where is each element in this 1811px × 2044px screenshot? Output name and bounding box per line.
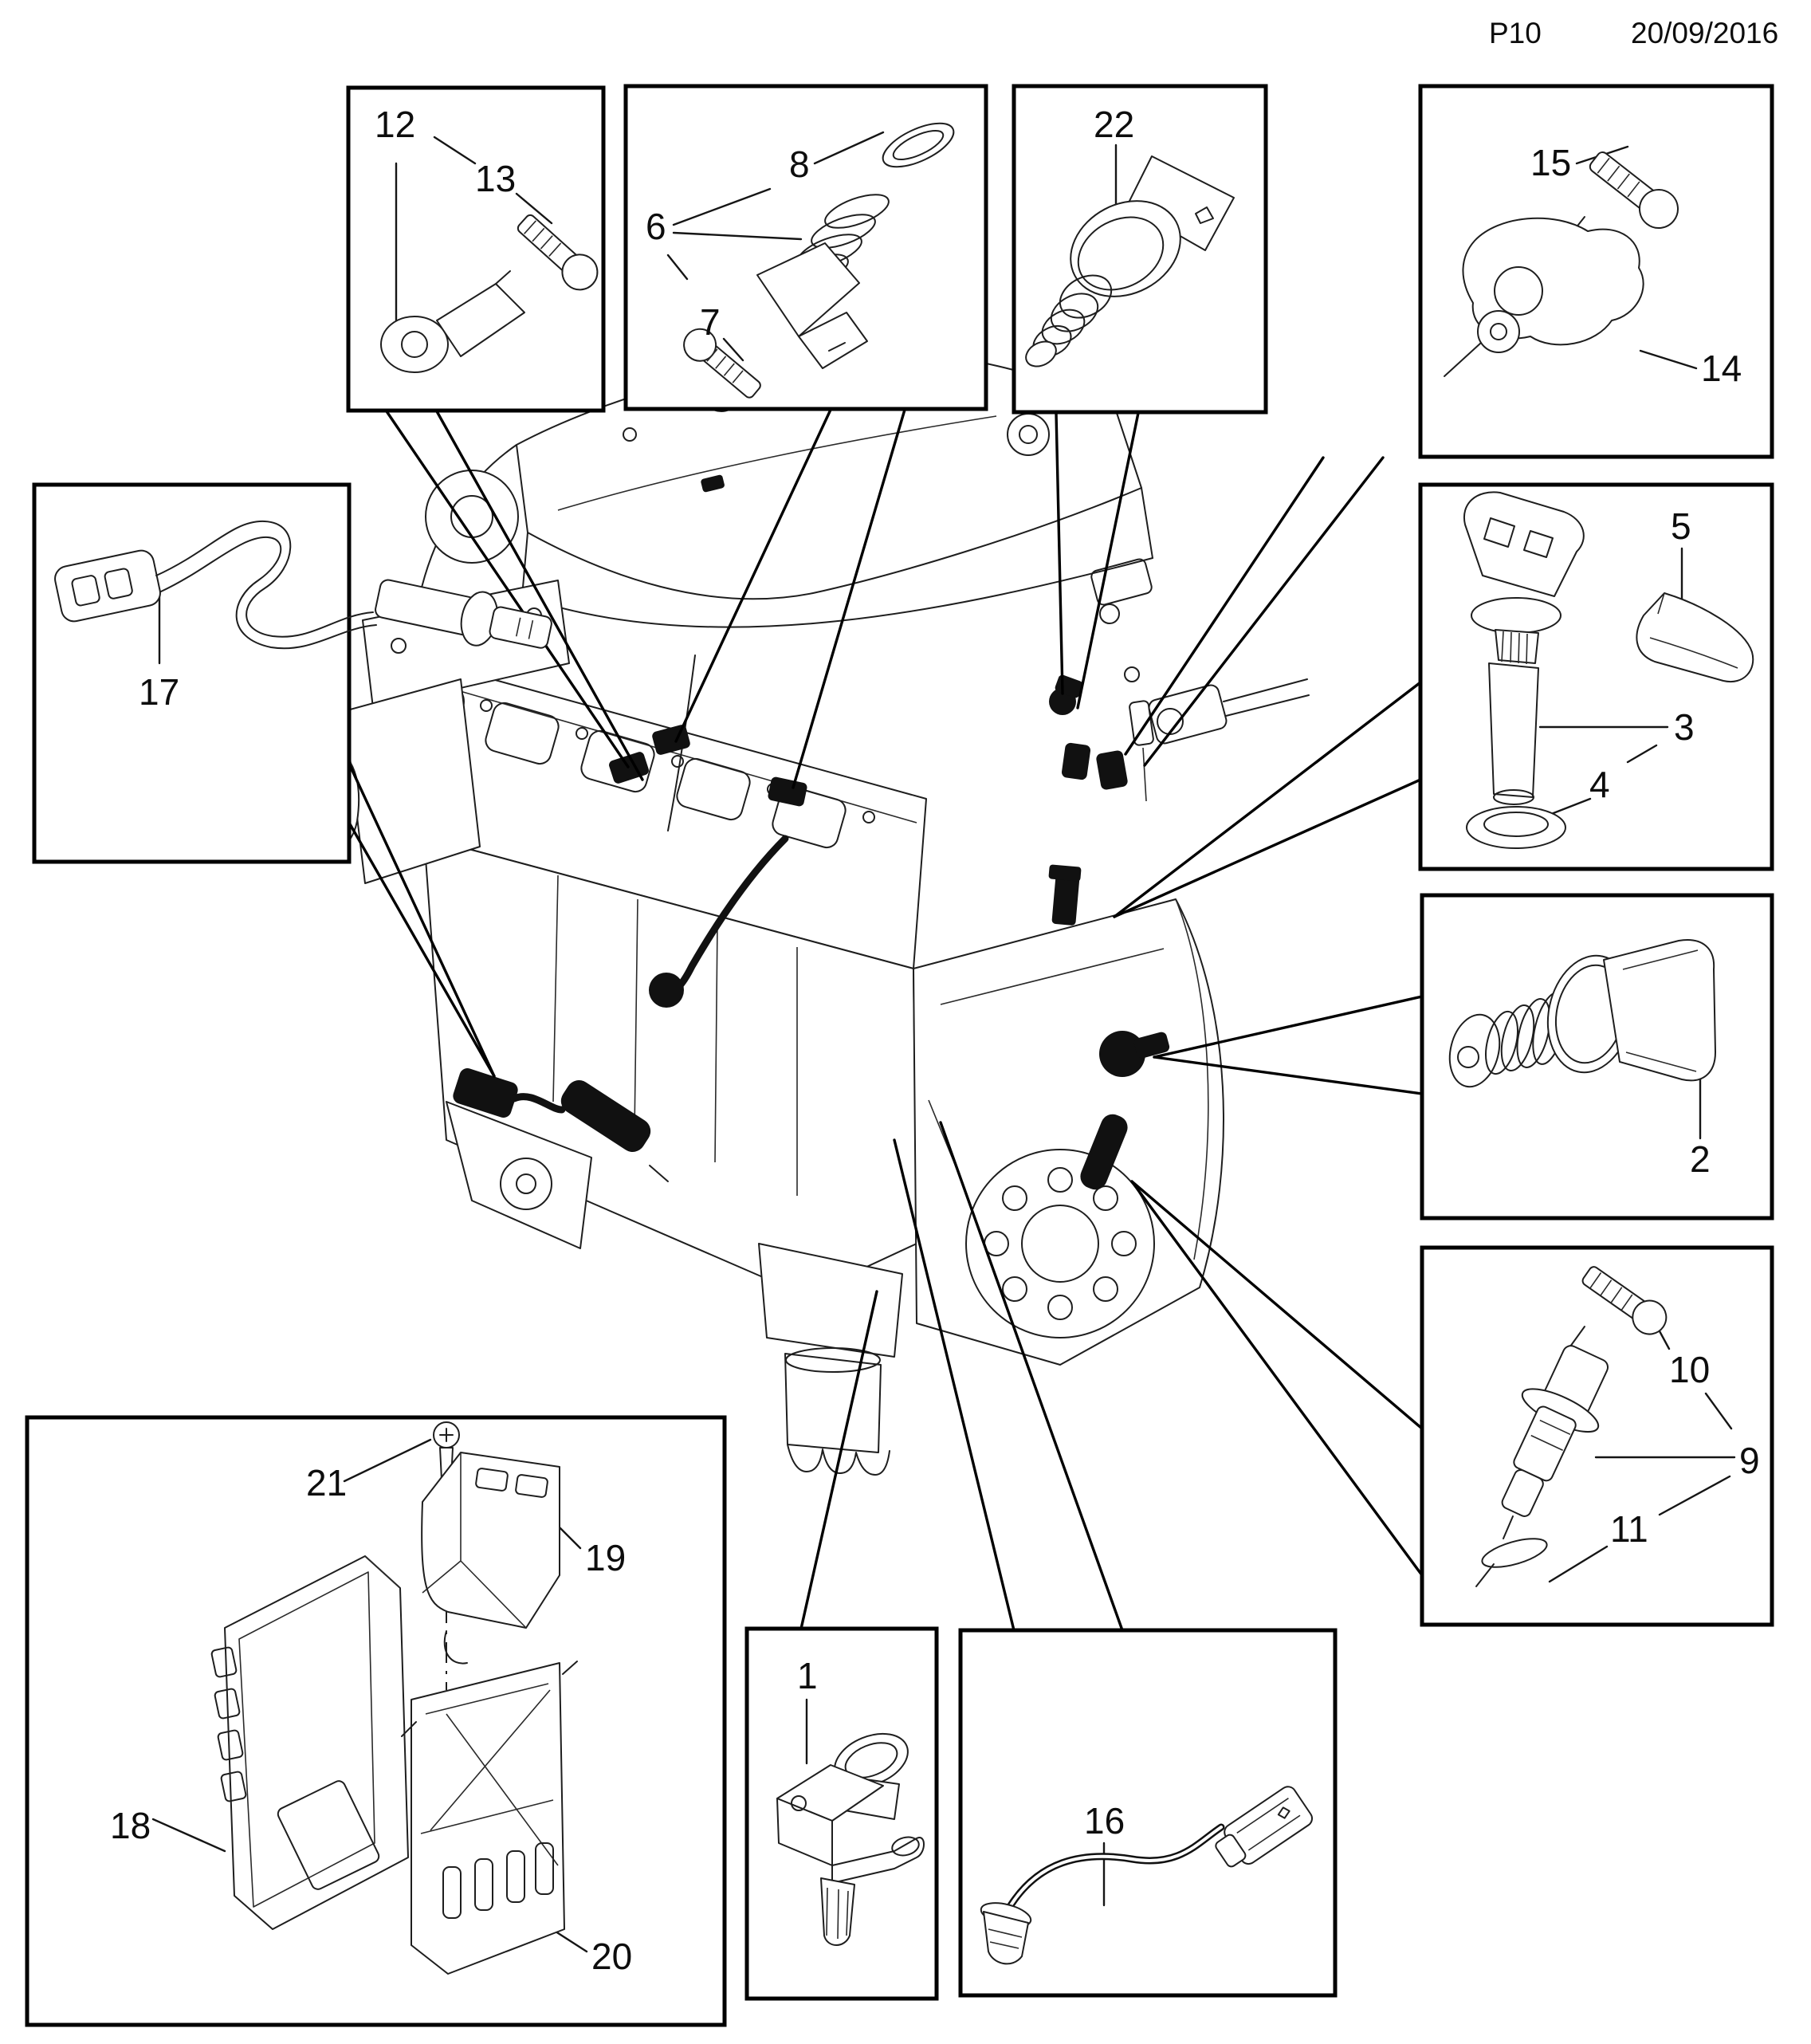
callout-17: 17 <box>139 671 179 713</box>
callout-13: 13 <box>475 158 516 199</box>
callout-12: 12 <box>375 104 415 145</box>
detail-17 <box>54 520 552 665</box>
detail-5-3-4 <box>1463 491 1754 849</box>
detail-10-9-11 <box>1475 1266 1736 1587</box>
callout-22: 22 <box>1094 104 1134 145</box>
leader-lines <box>348 408 1424 1632</box>
callout-6: 6 <box>646 206 666 247</box>
detail-boxes <box>25 84 1774 2027</box>
callout-7: 7 <box>700 301 721 343</box>
box-17 <box>32 482 352 864</box>
detail-ecu <box>151 1421 588 1975</box>
detail-22 <box>1025 143 1235 368</box>
callout-11: 11 <box>1610 1508 1648 1550</box>
callout-5: 5 <box>1671 505 1691 547</box>
page-header: P10 20/09/2016 <box>1489 17 1778 49</box>
callout-16: 16 <box>1084 1800 1125 1842</box>
detail-1 <box>776 1698 925 1946</box>
box-6-7-8 <box>623 84 988 411</box>
callout-8: 8 <box>789 143 810 185</box>
callout-4: 4 <box>1589 764 1610 805</box>
callout-21: 21 <box>306 1462 347 1504</box>
callout-1: 1 <box>797 1655 818 1696</box>
detail-2 <box>1448 939 1716 1140</box>
callout-15: 15 <box>1530 142 1571 183</box>
callout-2: 2 <box>1690 1138 1711 1180</box>
detail-6-7-8 <box>666 122 955 399</box>
detail-15-14 <box>1444 145 1698 377</box>
detail-12-13 <box>380 136 599 373</box>
callout-10: 10 <box>1669 1349 1710 1390</box>
callout-14: 14 <box>1701 348 1742 389</box>
page-date: 20/09/2016 <box>1631 17 1778 49</box>
callout-18: 18 <box>110 1805 151 1846</box>
callout-20: 20 <box>591 1936 632 1977</box>
detail-16 <box>980 1786 1314 1965</box>
page-code: P10 <box>1489 17 1542 49</box>
callout-labels: 12 13 8 6 7 22 15 14 5 3 4 2 10 9 11 17 … <box>110 104 1760 1977</box>
engine-illustration <box>273 351 1310 1476</box>
callout-3: 3 <box>1674 706 1695 748</box>
callout-19: 19 <box>585 1537 626 1578</box>
callout-9: 9 <box>1739 1440 1760 1481</box>
box-10-9-11 <box>1420 1245 1774 1627</box>
